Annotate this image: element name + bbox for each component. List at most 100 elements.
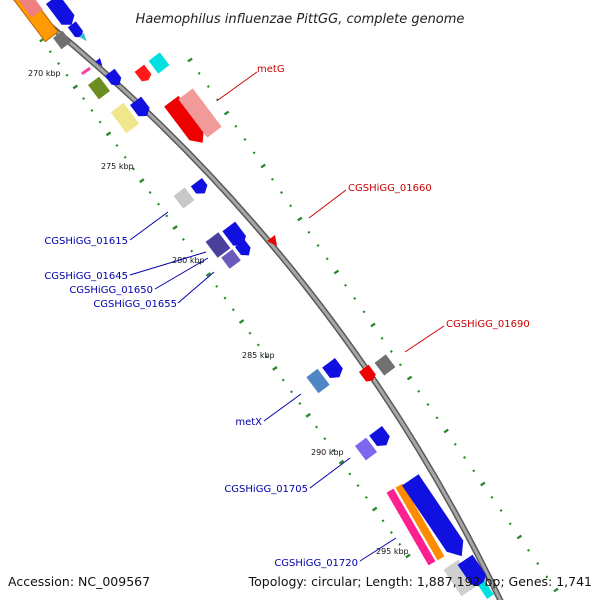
tick-label-275kbp: 275 kbp (101, 162, 134, 171)
scale-dash (206, 85, 210, 88)
scale-dash (380, 336, 384, 340)
gene-label-CGSHiGG_01650: CGSHiGG_01650 (69, 285, 153, 296)
scale-dash (348, 472, 352, 476)
gene-features (13, 0, 494, 599)
scale-dash (270, 177, 274, 181)
label-leaders (129, 71, 445, 562)
gene-feature (322, 357, 343, 379)
gene-feature (306, 368, 330, 394)
tick-label-285kbp: 285 kbp (242, 351, 275, 360)
gene-feature (374, 354, 396, 376)
scale-dash (536, 562, 540, 565)
gene-feature (95, 58, 103, 67)
scale-dash (256, 343, 260, 347)
scale-dash (98, 120, 102, 124)
scale-dash (165, 214, 169, 218)
scale-dash (499, 509, 503, 512)
gene-feature (79, 33, 87, 42)
gene-label-CGSHiGG_01690: CGSHiGG_01690 (446, 319, 530, 330)
scale-dash (398, 363, 402, 367)
scale-dash (248, 331, 252, 335)
gene-label-CGSHiGG_01615: CGSHiGG_01615 (44, 236, 128, 247)
gene-label-CGSHiGG_01720: CGSHiGG_01720 (274, 558, 358, 569)
scale-dash (190, 249, 194, 253)
gene-feature (221, 249, 241, 269)
gene-feature (190, 177, 208, 194)
scale-dash (297, 216, 303, 222)
gene-feature (173, 187, 195, 209)
scale-dash (362, 310, 366, 314)
gene-feature (87, 76, 111, 100)
gene-feature (266, 234, 278, 246)
scale-dash (553, 587, 559, 593)
scale-dash (472, 469, 476, 473)
scale-dash (389, 350, 393, 353)
gene-label-CGSHiGG_01705: CGSHiGG_01705 (224, 484, 308, 495)
scale-dash (516, 534, 523, 540)
scale-dash (405, 553, 411, 559)
scale-dash (364, 495, 368, 499)
scale-dash (307, 230, 311, 234)
scale-dash (344, 283, 347, 287)
scale-dash (289, 204, 293, 208)
gene-feature (222, 221, 246, 246)
scale-dash (490, 495, 494, 499)
gene-feature-metG (164, 95, 204, 143)
tick-labels: 270 kbp 275 kbp 280 kbp 285 kbp 290 kbp … (28, 69, 409, 556)
scale-dash (315, 425, 318, 429)
scale-dash (381, 519, 385, 523)
gene-label-CGSHiGG_01660: CGSHiGG_01660 (348, 183, 432, 194)
tick-label-295kbp: 295 kbp (376, 547, 409, 556)
gene-feature (386, 488, 436, 566)
scale-dash (148, 191, 152, 194)
scale-dash (223, 110, 230, 116)
scale-dash (463, 456, 466, 459)
scale-dash (105, 131, 112, 137)
scale-dash (527, 548, 530, 552)
scale-dash (238, 319, 245, 324)
gene-feature (17, 0, 43, 18)
scale-dash (231, 308, 235, 312)
scale-dash (325, 257, 329, 261)
scale-dash (72, 84, 79, 90)
scale-dash (139, 178, 145, 184)
scale-dash (417, 389, 421, 393)
gene-feature (395, 483, 445, 561)
scale-dash (65, 73, 69, 77)
scale-dash (316, 244, 320, 247)
scale-dash (157, 202, 160, 206)
scale-dash (281, 378, 285, 382)
scale-dash (187, 57, 193, 63)
scale-dash (389, 531, 393, 534)
gene-feature (148, 52, 170, 74)
genome-backbone (12, 0, 504, 600)
scale-dash (426, 403, 430, 406)
gene-labels: metG CGSHiGG_01660 CGSHiGG_01690 CGSHiGG… (44, 64, 529, 569)
scale-dash (205, 272, 212, 277)
scale-dash (132, 167, 135, 171)
tick-label-280kbp: 280 kbp (172, 256, 205, 265)
scale-dash (243, 138, 247, 141)
gene-feature (358, 364, 376, 382)
gene-feature (110, 102, 140, 134)
scale-dash (57, 62, 61, 65)
scale-dash (82, 97, 86, 101)
scale-dash (123, 155, 127, 159)
scale-dash (290, 390, 293, 394)
scale-dash (280, 191, 283, 194)
scale-dash (443, 428, 449, 434)
gene-label-metX: metX (235, 417, 262, 428)
scale-dash (398, 542, 402, 546)
gene-feature (45, 0, 75, 25)
scale-dash (435, 416, 439, 420)
scale-dash (115, 144, 119, 147)
gene-feature (52, 30, 72, 50)
scale-dash (252, 151, 256, 155)
gene-feature (134, 64, 152, 82)
scale-dash (333, 269, 340, 275)
scale-dash (90, 108, 94, 112)
gene-feature (457, 554, 486, 587)
gene-feature (369, 425, 390, 447)
gene-feature (129, 96, 150, 117)
